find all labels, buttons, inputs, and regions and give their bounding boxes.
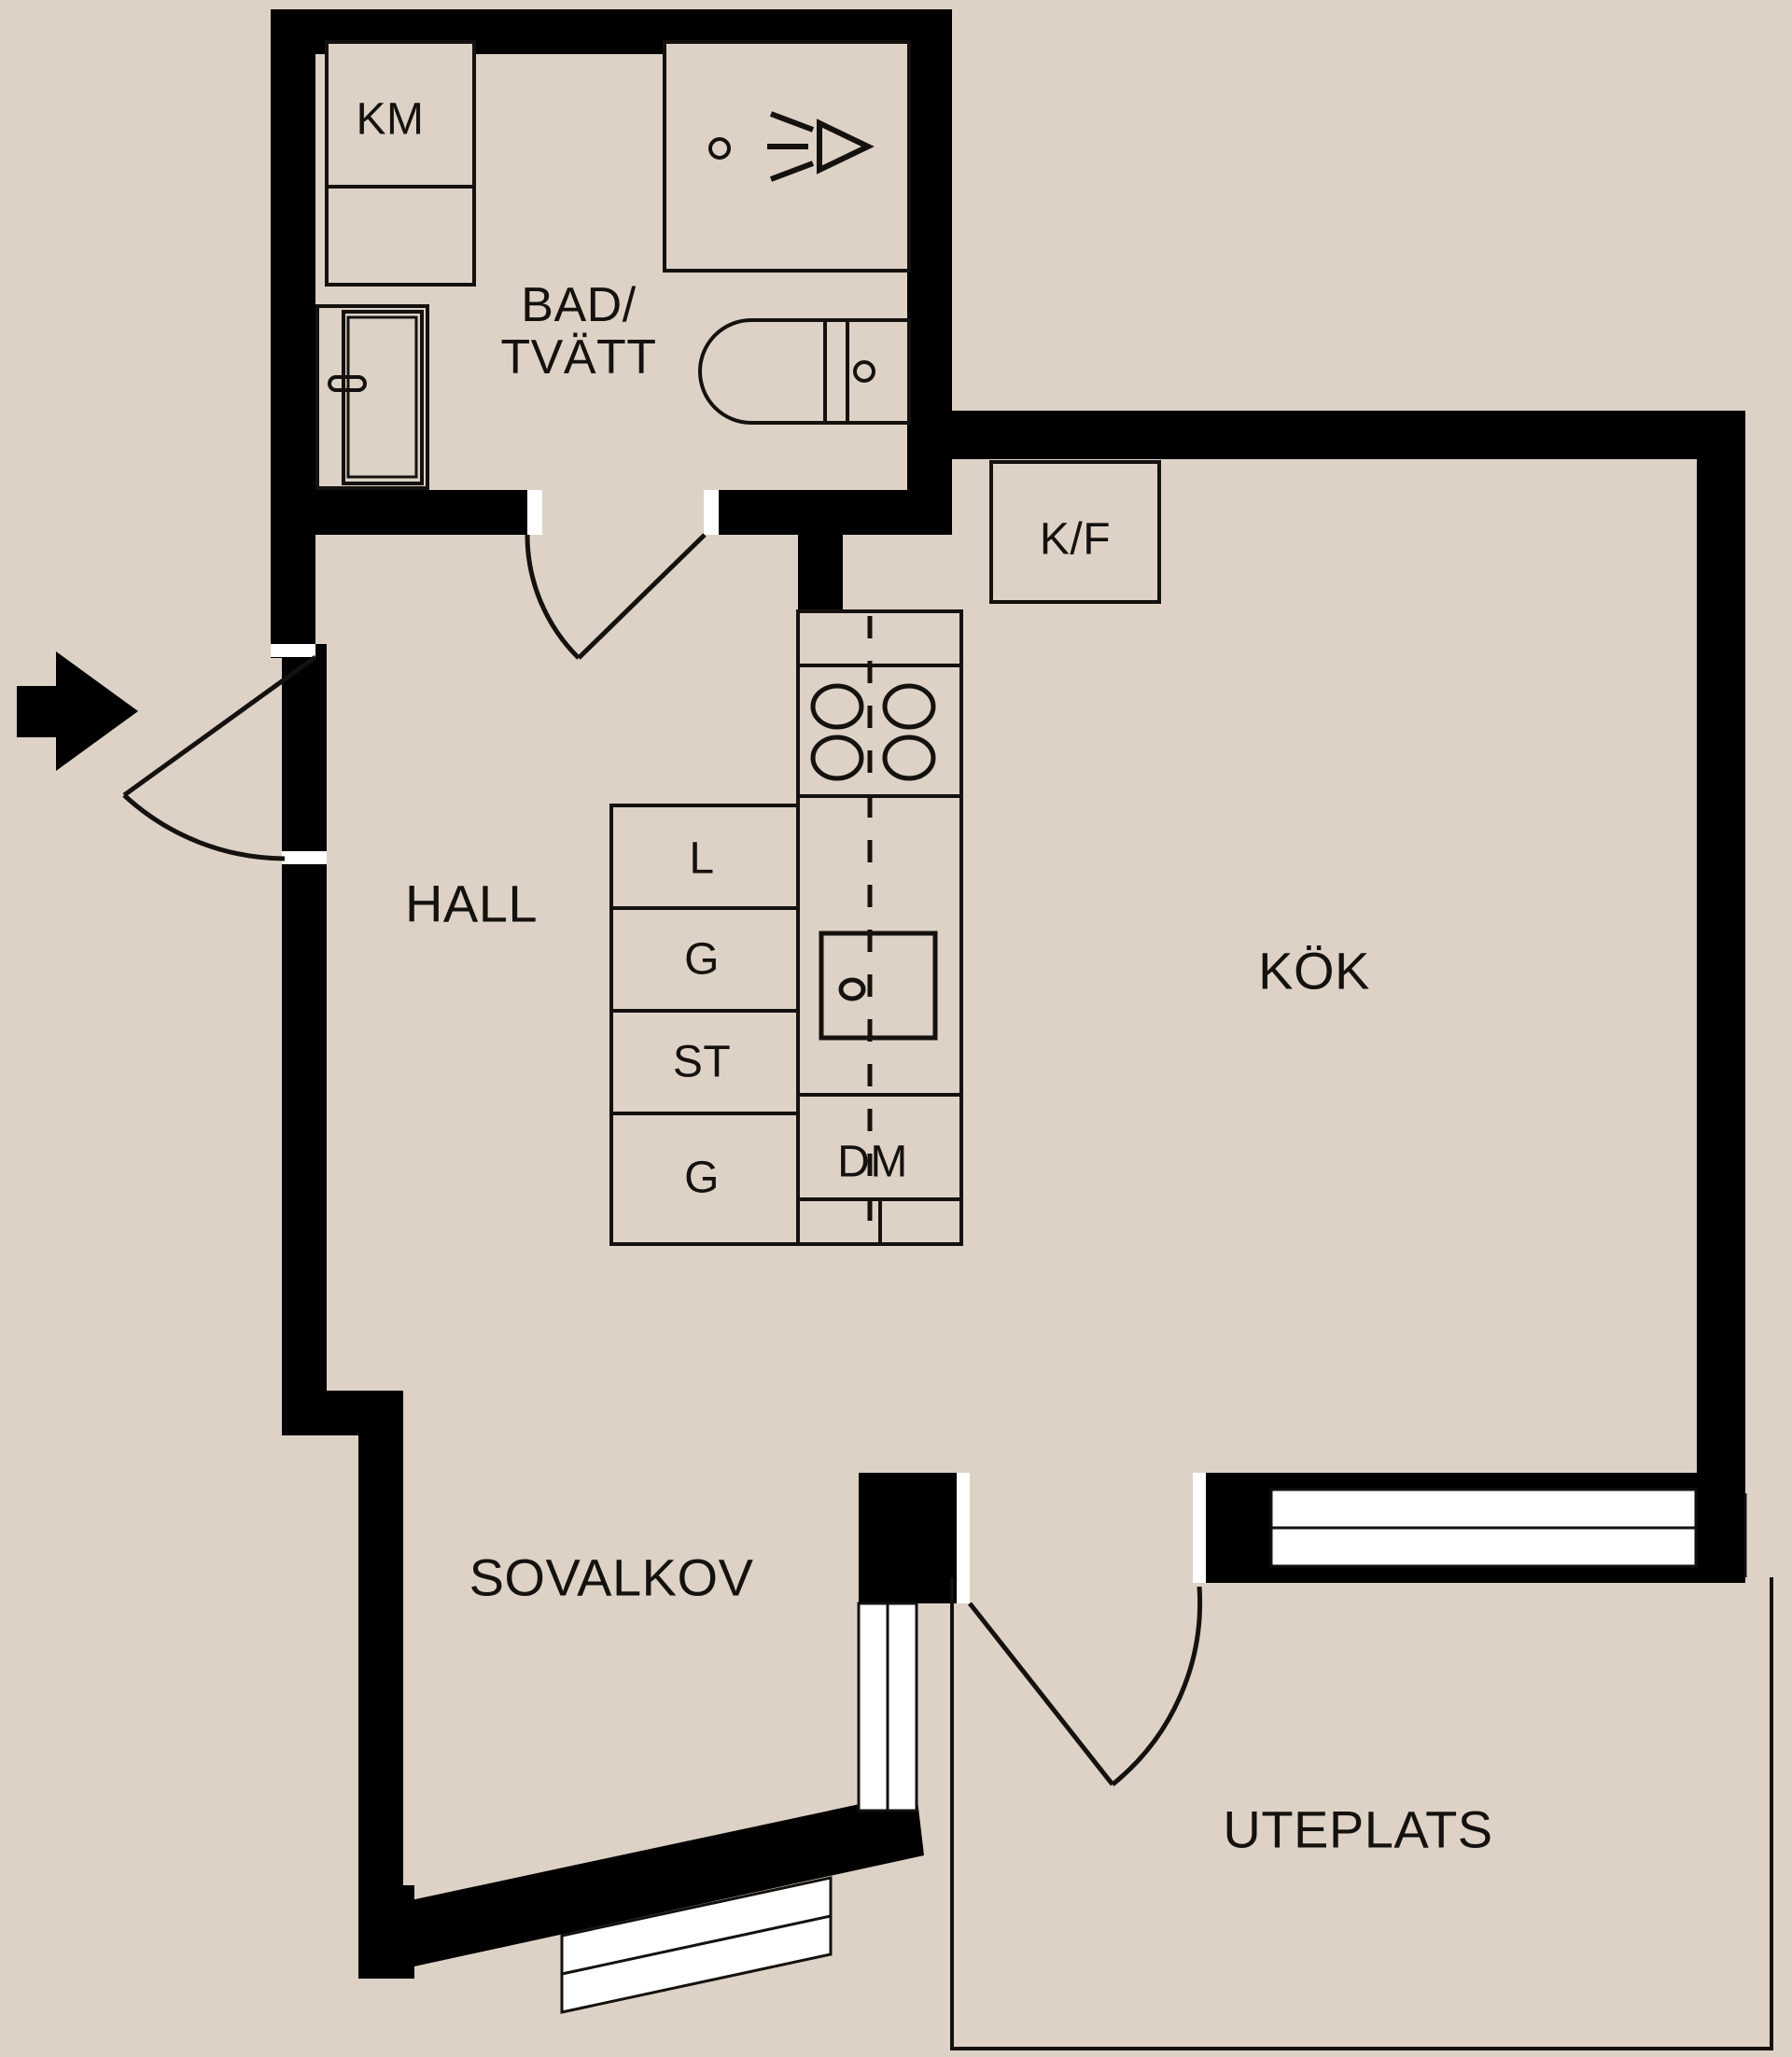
floor-fills (280, 9, 1773, 2049)
sink-vanity-icon (315, 304, 429, 490)
wall-kok-bottom-left-stub (1204, 1473, 1271, 1583)
kitchen-sink-icon (819, 931, 938, 1041)
door-gap-entrance-top (271, 644, 315, 657)
floor-drain-icon (708, 137, 731, 160)
windows (560, 1488, 1698, 2014)
shower-head-icon (767, 111, 875, 182)
uteplats-outline (950, 1577, 1773, 2050)
wall-patio-divider (859, 1473, 957, 1603)
closet-g1 (609, 906, 800, 1013)
wall-wet-left (271, 9, 315, 499)
bathroom-fixtures (315, 40, 911, 490)
wall-left-upper (282, 644, 327, 1419)
kitchen-counter (796, 609, 963, 1246)
counter-end-right (878, 1197, 963, 1246)
fixture-km-box (325, 40, 476, 189)
wall-kok-right (1697, 411, 1745, 1493)
floor-uteplats (952, 1577, 1773, 2049)
closet-l (609, 804, 800, 910)
wall-sovalkov-bottom (358, 1792, 924, 1979)
door-gap-bad-right (704, 490, 719, 535)
window-kok-bottom (1269, 1488, 1698, 1568)
closet-column (609, 804, 800, 1246)
window-sovalkov-side (857, 1602, 918, 1812)
fixture-kf-box (989, 460, 1161, 604)
door-gap-entrance-bottom (282, 851, 327, 864)
counter-top-strip (796, 609, 963, 667)
window-sovalkov-bottom (560, 1876, 833, 2014)
wall-wet-right (907, 9, 952, 499)
door-gap-patio-left (957, 1473, 970, 1603)
wall-hall-left-upper (271, 490, 315, 658)
closet-st (609, 1009, 800, 1115)
door-swings (122, 533, 1203, 1786)
stove-hob-icon (810, 683, 936, 781)
door-gap-patio-right (1193, 1473, 1206, 1583)
wall-bottom-left-corner (358, 1885, 414, 1979)
door-gap-bad-left (527, 490, 542, 535)
door-swing-patio (968, 1586, 1203, 1786)
door-openings (271, 490, 1206, 1603)
door-swing-bad-left (525, 533, 707, 660)
fixture-laundry-box (325, 185, 476, 287)
fixture-shower-enclosure (663, 40, 911, 273)
wall-kok-top (952, 411, 1745, 459)
wall-left-lower (358, 1391, 403, 1979)
counter-end-left (796, 1197, 882, 1246)
entrance-arrow-icon (17, 651, 138, 771)
toilet-icon (698, 318, 911, 425)
door-swing-entrance (122, 654, 317, 861)
closet-g2 (609, 1112, 800, 1246)
